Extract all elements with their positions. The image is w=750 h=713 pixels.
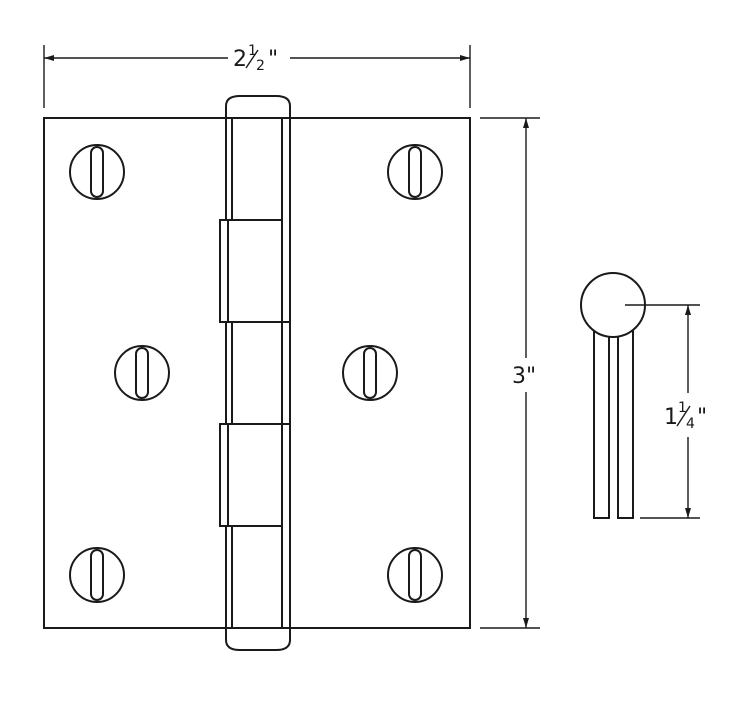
width-numerator: 1 [248,43,257,59]
depth-numerator: 1 [678,400,687,416]
hinge-plate [43,95,471,651]
side-leaf-right [617,319,634,519]
width-dimension: 2 1 2 " [43,43,471,108]
depth-denominator: 4 [686,416,695,432]
side-view [580,272,646,519]
width-whole: 2 [233,47,247,72]
knuckle-segments-left [219,118,291,628]
screw-bottom-right [387,547,443,603]
depth-unit: " [697,405,707,430]
screw-top-right [387,144,443,200]
depth-whole: 1 [664,405,678,430]
depth-dimension: 1 1 4 " [625,304,707,519]
bottom-knuckle-cap [225,628,291,651]
width-unit: " [268,47,278,72]
width-denominator: 2 [256,58,265,74]
screw-bottom-left [69,547,125,603]
height-dimension: 3 " [480,117,540,629]
screw-top-left [69,144,125,200]
top-knuckle-cap [225,95,291,118]
screw-middle-right [342,345,398,401]
side-leaf-left [593,319,610,519]
height-whole: 3 [512,364,526,389]
screw-middle-left [114,345,170,401]
height-unit: " [526,364,536,389]
width-fraction-bar [245,49,259,69]
depth-fraction-bar [676,405,691,427]
